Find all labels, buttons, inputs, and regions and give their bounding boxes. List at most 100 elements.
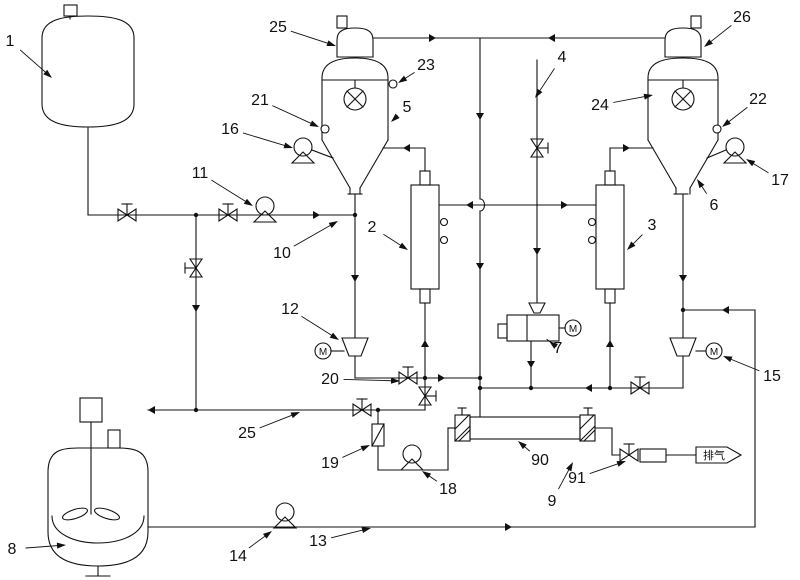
label-leader-arrow xyxy=(391,113,400,122)
cyclone-separator-5 xyxy=(291,15,426,195)
valve-symbol xyxy=(352,398,372,417)
cyclone-separator-6 xyxy=(609,15,747,195)
ref-label-20: 20 xyxy=(321,371,339,388)
label-leader-arrow xyxy=(326,40,336,47)
label-leader xyxy=(301,315,333,336)
label-leader-arrow xyxy=(627,241,636,250)
filter-19-branch xyxy=(371,409,456,471)
rotary-valve-15: M xyxy=(669,193,723,389)
ref-label-17: 17 xyxy=(771,172,789,189)
motor-label: M xyxy=(710,347,718,358)
label-leader xyxy=(539,68,555,92)
ref-label-21: 21 xyxy=(251,92,269,109)
agitator-blade xyxy=(62,507,88,521)
ref-label-26: 26 xyxy=(733,9,751,26)
label-leader xyxy=(753,163,769,174)
heat-exchanger-9 xyxy=(454,407,596,442)
feed-piping xyxy=(87,126,426,417)
label-leader xyxy=(701,185,707,194)
label-leader-arrow xyxy=(518,441,527,450)
ref-label-3: 3 xyxy=(648,217,657,234)
label-leader-arrow xyxy=(390,377,400,384)
label-leader xyxy=(343,378,392,382)
label-leader xyxy=(383,233,402,246)
exhaust-flag xyxy=(695,446,743,464)
ref-label-6: 6 xyxy=(710,197,719,214)
label-leader-arrow xyxy=(746,159,756,167)
ref-label-8: 8 xyxy=(8,541,17,558)
label-leader xyxy=(272,105,312,124)
label-leader-arrow xyxy=(704,39,713,47)
valve-symbol xyxy=(619,443,639,462)
ref-label-11: 11 xyxy=(192,165,209,182)
label-leader-arrow xyxy=(722,119,731,127)
pump-17-symbol xyxy=(723,137,747,164)
ref-label-9: 9 xyxy=(548,493,557,510)
label-leader-arrow xyxy=(43,69,52,78)
label-leader-arrow xyxy=(360,445,370,452)
valve-symbol xyxy=(530,138,549,158)
pump-16-symbol xyxy=(291,137,315,164)
ref-label-22: 22 xyxy=(749,91,767,108)
instrument-port-21 xyxy=(320,124,330,134)
label-leader xyxy=(428,475,438,482)
ref-label-14: 14 xyxy=(229,548,247,565)
label-leader xyxy=(558,469,570,490)
label-leader-arrow xyxy=(535,88,543,98)
ref-label-4: 4 xyxy=(558,49,567,66)
label-leader xyxy=(331,529,363,539)
label-leader xyxy=(242,132,285,146)
label-leader xyxy=(342,448,363,458)
motor-label: M xyxy=(319,347,327,358)
label-leader xyxy=(248,535,266,549)
ref-label-5: 5 xyxy=(403,99,412,116)
exhaust-label: 排气 xyxy=(703,448,725,462)
motor-label: M xyxy=(569,324,577,335)
label-leader-arrow xyxy=(361,527,371,534)
valve-symbol xyxy=(398,366,418,385)
label-leader xyxy=(25,545,58,549)
label-leader-arrow xyxy=(283,142,293,149)
label-leader xyxy=(589,463,619,474)
ref-label-24: 24 xyxy=(591,97,609,114)
column-2 xyxy=(410,147,449,411)
rotary-valve-12: M xyxy=(314,193,369,379)
label-leader-arrow xyxy=(328,221,338,229)
ref-label-10: 10 xyxy=(273,245,291,262)
ref-label-18: 18 xyxy=(439,481,457,498)
storage-tank-1 xyxy=(41,4,135,128)
label-leader-arrow xyxy=(643,93,653,100)
ref-label-19: 19 xyxy=(321,455,339,472)
ref-label-91: 91 xyxy=(568,470,586,487)
label-leader-arrow xyxy=(243,198,253,206)
instrument-port-23 xyxy=(388,79,398,89)
label-leader xyxy=(259,414,293,429)
mill-7: M xyxy=(497,302,582,389)
label-leader-arrow xyxy=(549,341,558,349)
label-leader xyxy=(524,446,531,452)
label-leader-arrow xyxy=(309,120,319,127)
label-leader-arrow xyxy=(422,471,432,479)
ref-label-25: 25 xyxy=(238,425,256,442)
valve-symbol xyxy=(218,203,238,222)
bottom-loop xyxy=(147,306,756,531)
label-leader xyxy=(293,224,331,247)
ref-label-16: 16 xyxy=(221,121,239,138)
label-leader-arrow xyxy=(56,542,66,549)
ref-label-23: 23 xyxy=(417,57,435,74)
label-leader xyxy=(632,234,643,245)
label-leader xyxy=(404,71,415,79)
ref-label-2: 2 xyxy=(368,219,377,236)
label-leader-arrow xyxy=(566,462,573,472)
ref-label-7: 7 xyxy=(554,340,563,357)
ref-label-90: 90 xyxy=(531,452,549,469)
label-leader xyxy=(710,25,732,43)
label-leader-arrow xyxy=(262,531,272,539)
instrument-port-22 xyxy=(712,124,722,134)
label-leader-arrow xyxy=(723,356,733,363)
label-leader xyxy=(613,96,645,103)
silencer-91 xyxy=(639,448,667,463)
